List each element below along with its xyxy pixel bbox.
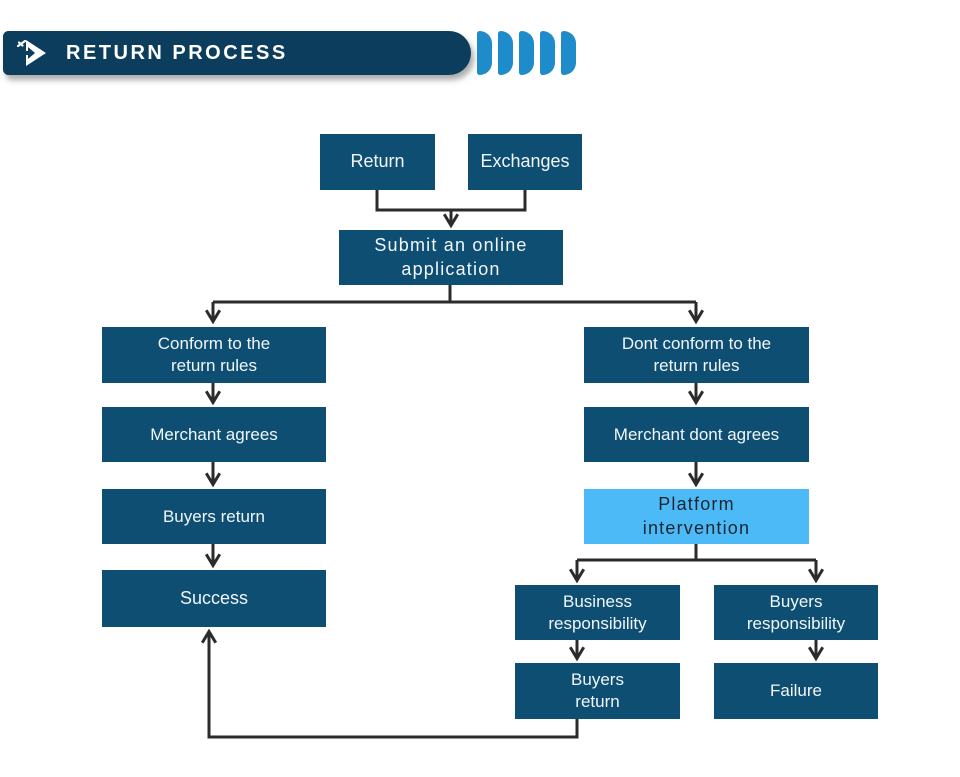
flow-node-merchant-dont-agrees: Merchant dont agrees	[584, 407, 809, 462]
flow-node-merchant-agrees: Merchant agrees	[102, 407, 326, 462]
chevron-stripe-icon	[561, 31, 576, 75]
flow-node-failure: Failure	[714, 663, 878, 719]
chevron-stripe-icon	[519, 31, 534, 75]
flow-node-dont-conform-rules: Dont conform to the return rules	[584, 327, 809, 383]
flow-node-success: Success	[102, 570, 326, 627]
flow-node-buyers-return-left: Buyers return	[102, 489, 326, 544]
chevron-stripe-icon	[477, 31, 492, 75]
flow-node-buyers-return-right: Buyers return	[515, 663, 680, 719]
flow-node-exchanges: Exchanges	[468, 134, 582, 190]
flow-node-buyers-responsibility: Buyers responsibility	[714, 585, 878, 640]
page-title: RETURN PROCESS	[66, 41, 288, 64]
flow-node-submit-application: Submit an online application	[339, 230, 563, 285]
chevron-stripes	[477, 31, 582, 75]
flow-node-business-responsibility: Business responsibility	[515, 585, 680, 640]
flow-node-conform-rules: Conform to the return rules	[102, 327, 326, 383]
flow-node-platform-intervention: Platform intervention	[584, 489, 809, 544]
chevron-stripe-icon	[498, 31, 513, 75]
flow-node-return: Return	[320, 134, 435, 190]
header-banner: RETURN PROCESS	[3, 31, 471, 75]
chevron-stripe-icon	[540, 31, 555, 75]
logo-icon	[13, 33, 53, 73]
